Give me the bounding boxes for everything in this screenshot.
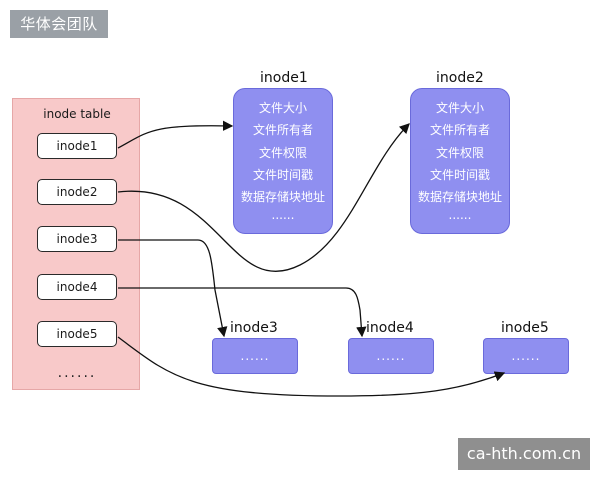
inode-table-more: ...... xyxy=(57,365,97,381)
inode4-title: inode4 xyxy=(366,320,414,336)
brand-badge: 华体会团队 xyxy=(10,10,108,38)
inode-table-row-3: inode3 xyxy=(37,226,117,252)
inode2-field-timestamp: 文件时间戳 xyxy=(429,168,490,182)
inode5-box: ...... xyxy=(483,338,569,374)
inode-table-row-1: inode1 xyxy=(37,133,117,159)
inode-table-title: inode table xyxy=(43,107,111,121)
inode4-box: ...... xyxy=(348,338,434,374)
inode-table-row-4: inode4 xyxy=(37,274,117,300)
watermark: ca-hth.com.cn xyxy=(458,438,590,470)
inode1-field-timestamp: 文件时间戳 xyxy=(252,168,313,182)
inode1-field-block-address: 数据存储块地址 xyxy=(240,190,325,204)
inode5-title: inode5 xyxy=(501,320,549,336)
inode3-box: ...... xyxy=(212,338,298,374)
inode1-field-permission: 文件权限 xyxy=(258,146,307,160)
inode1-field-more: ...... xyxy=(271,208,295,222)
inode1-field-owner: 文件所有者 xyxy=(252,123,313,137)
inode2-card: 文件大小 文件所有者 文件权限 文件时间戳 数据存储块地址 ...... xyxy=(410,88,510,234)
inode2-field-owner: 文件所有者 xyxy=(429,123,490,137)
inode-table-row-2: inode2 xyxy=(37,179,117,205)
inode2-field-block-address: 数据存储块地址 xyxy=(417,190,502,204)
arrow-inode5-to-box xyxy=(117,336,506,397)
inode1-card: 文件大小 文件所有者 文件权限 文件时间戳 数据存储块地址 ...... xyxy=(233,88,333,234)
inode2-field-size: 文件大小 xyxy=(435,101,484,115)
inode-table-row-5: inode5 xyxy=(37,321,117,347)
inode3-title: inode3 xyxy=(230,320,278,336)
inode2-field-more: ...... xyxy=(448,208,472,222)
inode-table: inode table inode1 inode2 inode3 inode4 … xyxy=(12,98,140,390)
inode2-field-permission: 文件权限 xyxy=(435,146,484,160)
inode1-field-size: 文件大小 xyxy=(258,101,307,115)
inode2-title: inode2 xyxy=(436,70,484,86)
inode1-title: inode1 xyxy=(260,70,308,86)
